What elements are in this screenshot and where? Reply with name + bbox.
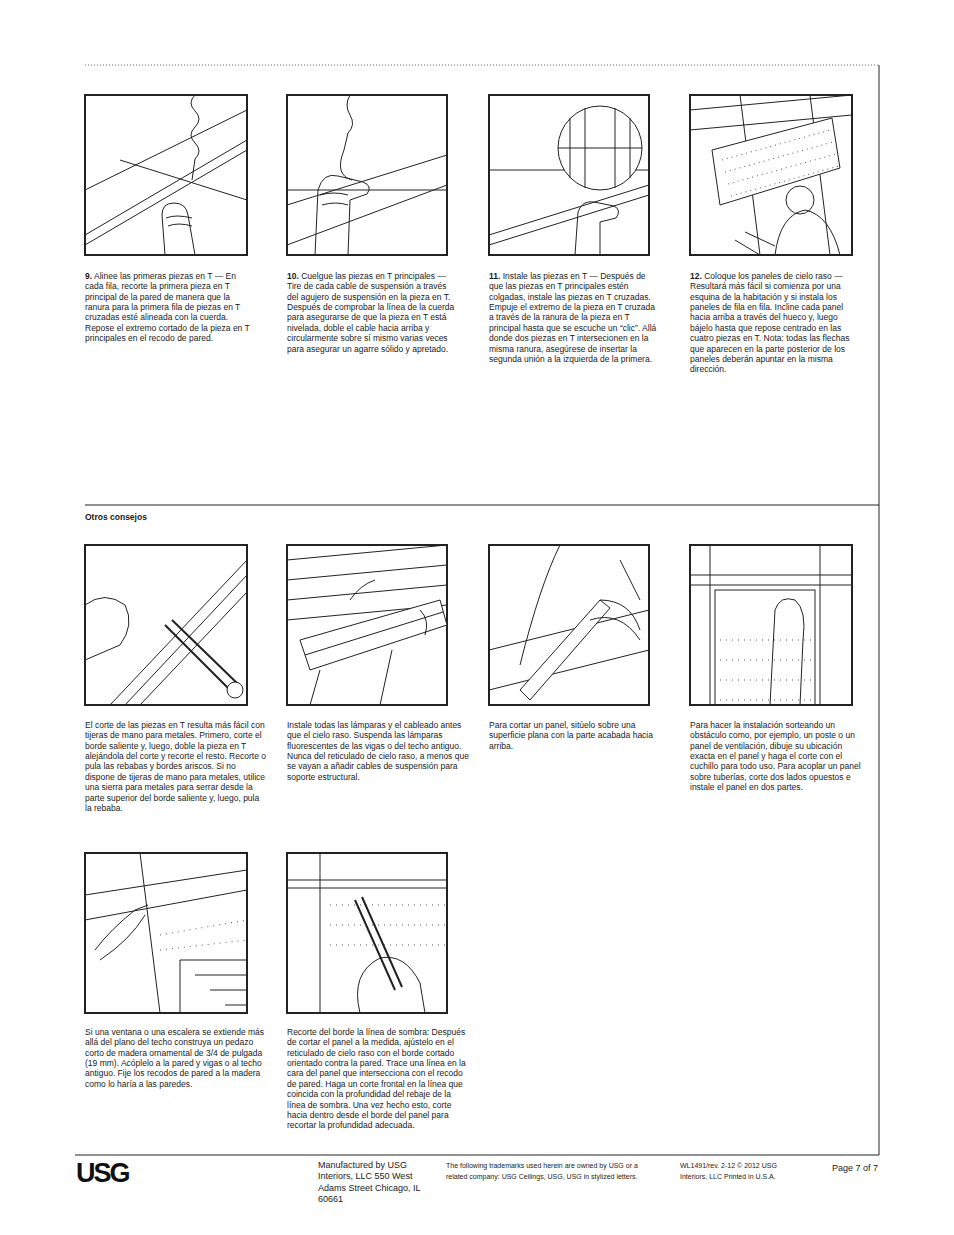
- tip-caption: El corte de las piezas en T resulta más …: [85, 720, 267, 813]
- caption-text: Para cortar un panel, sitúelo sobre una …: [489, 720, 653, 751]
- document-code: WL1491/rev. 2-12 © 2012 USG Interiors, L…: [680, 1160, 780, 1182]
- tip-caption: Para hacer la instalación sorteando un o…: [690, 720, 866, 793]
- tip-caption: Instale todas las lámparas y el cableado…: [287, 720, 469, 782]
- caption-text: Instale las piezas en T — Después de que…: [489, 271, 656, 364]
- caption-text: Otros consejos: [85, 512, 147, 522]
- caption-text: Para hacer la instalación sorteando un o…: [690, 720, 861, 792]
- step-caption: 9. Alinee las primeras piezas en T — En …: [85, 271, 255, 344]
- caption-text: Recorte del borde la línea de sombra: De…: [287, 1027, 466, 1130]
- caption-text: Coloque los paneles de cielo raso — Resu…: [690, 271, 850, 374]
- tip-caption: Para cortar un panel, sitúelo sobre una …: [489, 720, 671, 751]
- step-caption: 12. Coloque los paneles de cielo raso — …: [690, 271, 862, 375]
- caption-text: El corte de las piezas en T resulta más …: [85, 720, 266, 813]
- brand-logo: USG: [76, 1160, 156, 1187]
- caption-text: The following trademarks used herein are…: [446, 1162, 638, 1180]
- page-number: Page 7 of 7: [832, 1163, 892, 1174]
- caption-text: Si una ventana o una escalera se extiend…: [85, 1027, 264, 1089]
- step-caption: 10. Cuelgue las piezas en T principales …: [287, 271, 457, 354]
- caption-text: Instale todas las lámparas y el cableado…: [287, 720, 469, 782]
- caption-text: Cuelgue las piezas en T principales — Ti…: [287, 271, 454, 354]
- step-number: 12.: [690, 271, 702, 281]
- caption-text: Page 7 of 7: [832, 1163, 878, 1173]
- step-number: 9.: [85, 271, 92, 281]
- tip-caption: Recorte del borde la línea de sombra: De…: [287, 1027, 469, 1131]
- caption-text: WL1491/rev. 2-12 © 2012 USG Interiors, L…: [680, 1162, 777, 1180]
- step-number: 10.: [287, 271, 299, 281]
- section-heading: Otros consejos: [85, 512, 285, 522]
- caption-text: Manufactured by USG Interiors, LLC 550 W…: [318, 1160, 420, 1204]
- caption-text: USG: [76, 1158, 129, 1188]
- caption-text: Alinee las primeras piezas en T — En cad…: [85, 271, 250, 343]
- trademark-note: The following trademarks used herein are…: [446, 1160, 651, 1182]
- tip-caption: Si una ventana o una escalera se extiend…: [85, 1027, 267, 1089]
- step-caption: 11. Instale las piezas en T — Después de…: [489, 271, 659, 364]
- footer-address: Manufactured by USG Interiors, LLC 550 W…: [318, 1160, 423, 1205]
- step-number: 11.: [489, 271, 500, 281]
